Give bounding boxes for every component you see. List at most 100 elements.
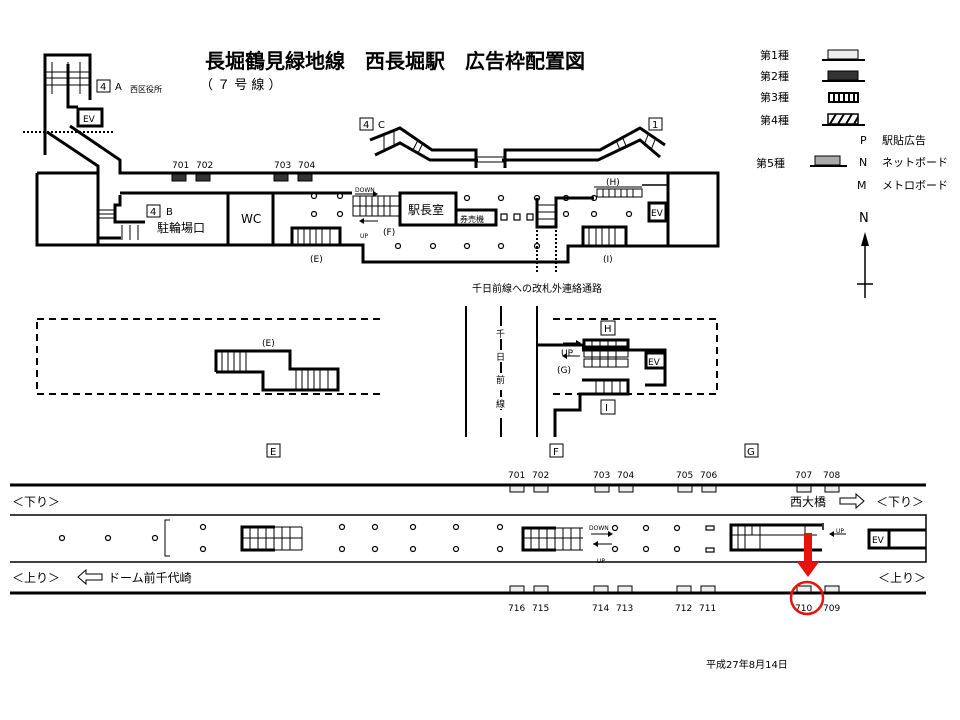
platform-ad-716 (509, 585, 525, 593)
ad-number: 704 (298, 161, 315, 171)
down-label: DOWN (589, 525, 609, 532)
ev-label: EV (648, 358, 661, 368)
platform-ad-715 (533, 585, 549, 593)
concourse-ev (647, 201, 668, 223)
legend-type4-symbol (822, 113, 865, 126)
exit-b-number-box (146, 204, 161, 218)
platform-ad-714 (593, 585, 609, 593)
ad-number: 703 (274, 161, 291, 171)
sennichimae-line-label: 線 (496, 398, 505, 410)
exit-a-name: 西区役所 (130, 84, 162, 94)
down-direction-left: ＜下り＞ (12, 495, 60, 509)
ad-number: 711 (699, 604, 716, 614)
zone-f-label: F (553, 447, 559, 458)
ad-number: 705 (676, 471, 693, 481)
exit-a-letter: A (115, 82, 122, 93)
platform-ad-706 (701, 485, 717, 493)
north-arrow-icon: N (857, 211, 873, 298)
middle-level: (E) 千 日 前 線 EV UP (G) H I E F G (36, 306, 759, 458)
exit-1-number-box (648, 117, 663, 131)
down-label: DOWN (355, 187, 375, 194)
highlight-arrow-icon (797, 533, 819, 577)
station-office-label: 駅長室 (408, 202, 444, 217)
legend-m-label: メトロボード (882, 179, 948, 192)
north-label: N (859, 211, 869, 226)
exit-1-number: 1 (652, 120, 658, 131)
ad-number: 716 (508, 604, 525, 614)
ad-number: 701 (172, 161, 189, 171)
zone-i-box (600, 399, 616, 415)
legend-n-label: ネットボード (882, 156, 948, 169)
up-direction-right: ＜上り＞ (878, 571, 926, 585)
ad-number: 712 (675, 604, 692, 614)
ad-number: 707 (795, 471, 812, 481)
ad-number: 714 (592, 604, 609, 614)
ad-number: 715 (532, 604, 549, 614)
legend-n-key: N (859, 156, 867, 169)
ev-label: EV (651, 209, 664, 219)
escalator-f-label: (F) (383, 228, 395, 238)
ad-number: 704 (617, 471, 634, 481)
platform-ad-704 (618, 485, 634, 493)
stair-e-label: (E) (262, 339, 275, 349)
platform-ad-703 (594, 485, 610, 493)
down-direction-right: ＜下り＞ (876, 495, 924, 509)
ticket-machine-label: 券売機 (460, 214, 484, 224)
destination-up: ドーム前千代崎 (108, 570, 192, 585)
zone-h-box (600, 320, 616, 336)
zone-e-label: E (270, 447, 276, 458)
sennichimae-line-label: 日 (496, 352, 505, 363)
legend-type3-symbol (828, 92, 859, 103)
exit-b-number: 4 (150, 207, 156, 218)
legend-type5-label: 第5種 (756, 156, 785, 170)
destination-down: 西大橋 (790, 495, 826, 509)
platform-ad-711 (700, 585, 716, 593)
stair-g-label: (G) (557, 366, 571, 376)
stair-e-label: (E) (310, 255, 323, 265)
legend: 第1種 第2種 第3種 第4種 P 駅貼広告 第5種 N ネットボード M メト… (756, 48, 948, 192)
middle-ev (644, 351, 667, 370)
connection-passage-label: 千日前線への改札外連絡通路 (472, 282, 602, 295)
zone-h-label: H (604, 324, 612, 335)
zone-i-label: I (605, 403, 608, 414)
concourse-level: EV 4 A 西区役所 4 B 駐輪場口 WC 4 C 1 (23, 53, 720, 295)
concourse-ad-703 (273, 173, 289, 182)
legend-type2-label: 第2種 (760, 69, 789, 83)
wc-label: WC (241, 212, 261, 226)
ticket-machine (454, 208, 498, 227)
ev-label: EV (83, 115, 96, 125)
exit-c-letter: C (378, 120, 385, 131)
date-label: 平成27年8月14日 (706, 658, 788, 671)
legend-type2-symbol (827, 70, 859, 81)
legend-p-key: P (860, 134, 867, 147)
sennichimae-line-label: 前 (496, 374, 505, 386)
legend-type5-symbol (814, 155, 841, 166)
up-label: UP (360, 233, 368, 240)
exit-a-ev (76, 107, 104, 128)
concourse-ad-702 (195, 173, 211, 182)
legend-type1-label: 第1種 (760, 48, 789, 62)
zone-g-label: G (747, 447, 755, 458)
platform-ad-712 (676, 585, 692, 593)
diagram-title: 長堀鶴見緑地線 西長堀駅 広告枠配置図 (205, 49, 585, 73)
platform-ad-705 (677, 485, 693, 493)
ad-number: 702 (196, 161, 213, 171)
legend-type4-label: 第4種 (760, 113, 789, 127)
legend-type1-symbol (827, 49, 859, 60)
up-direction-left: ＜上り＞ (12, 571, 60, 585)
exit-c-number-box (359, 117, 374, 131)
platform-ad-709 (824, 585, 840, 593)
ev-label: EV (872, 536, 885, 546)
ad-number: 708 (823, 471, 840, 481)
ad-number: 702 (532, 471, 549, 481)
ad-number: 710 (795, 604, 812, 614)
up-label: UP (836, 528, 844, 535)
stair-i-label: (I) (603, 255, 613, 265)
platform-ad-713 (617, 585, 633, 593)
concourse-ad-701 (171, 173, 187, 182)
ad-number: 713 (616, 604, 633, 614)
platform-ad-708 (824, 485, 840, 493)
arrow-left-icon (77, 568, 103, 586)
platform-ad-702 (533, 485, 549, 493)
